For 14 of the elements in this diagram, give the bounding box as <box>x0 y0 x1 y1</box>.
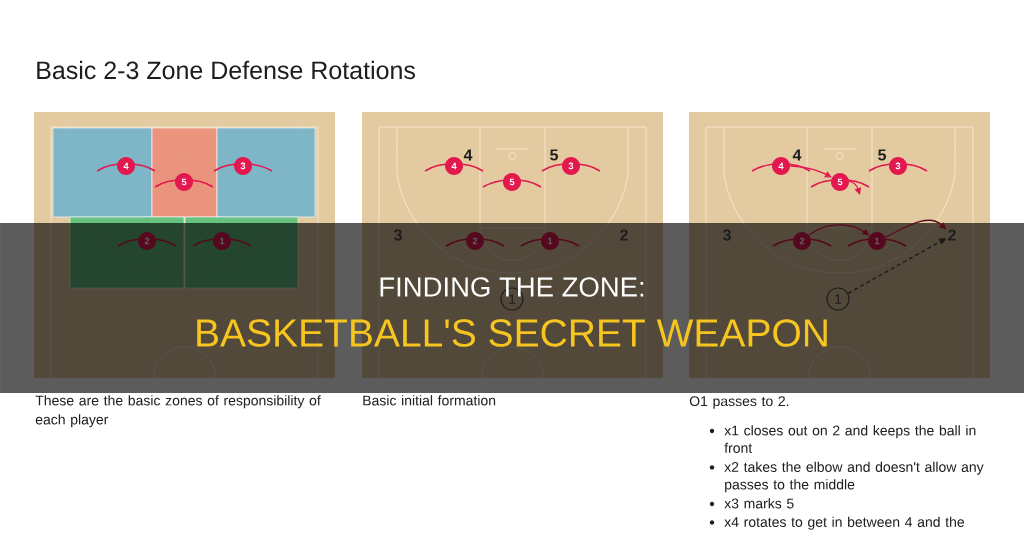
list-item: x4 rotates to get in between 4 and the <box>724 516 965 530</box>
zone-area <box>151 127 218 218</box>
zone-area <box>69 216 185 289</box>
list-item: x3 marks 5 <box>724 498 794 509</box>
zone-area <box>184 216 299 289</box>
zone-area <box>52 127 153 218</box>
headline: BASKETBALL'S SECRET WEAPON <box>197 319 827 347</box>
title: Basic 2-3 Zone Defense Rotations <box>37 60 415 80</box>
caption: O1 passes to 2. <box>689 396 789 409</box>
arrow <box>789 165 832 178</box>
caption: These are the basic zones of responsibility of each player <box>35 395 321 428</box>
zone-area <box>216 127 316 218</box>
arrow <box>848 180 862 195</box>
caption: Basic initial formation <box>363 395 496 406</box>
